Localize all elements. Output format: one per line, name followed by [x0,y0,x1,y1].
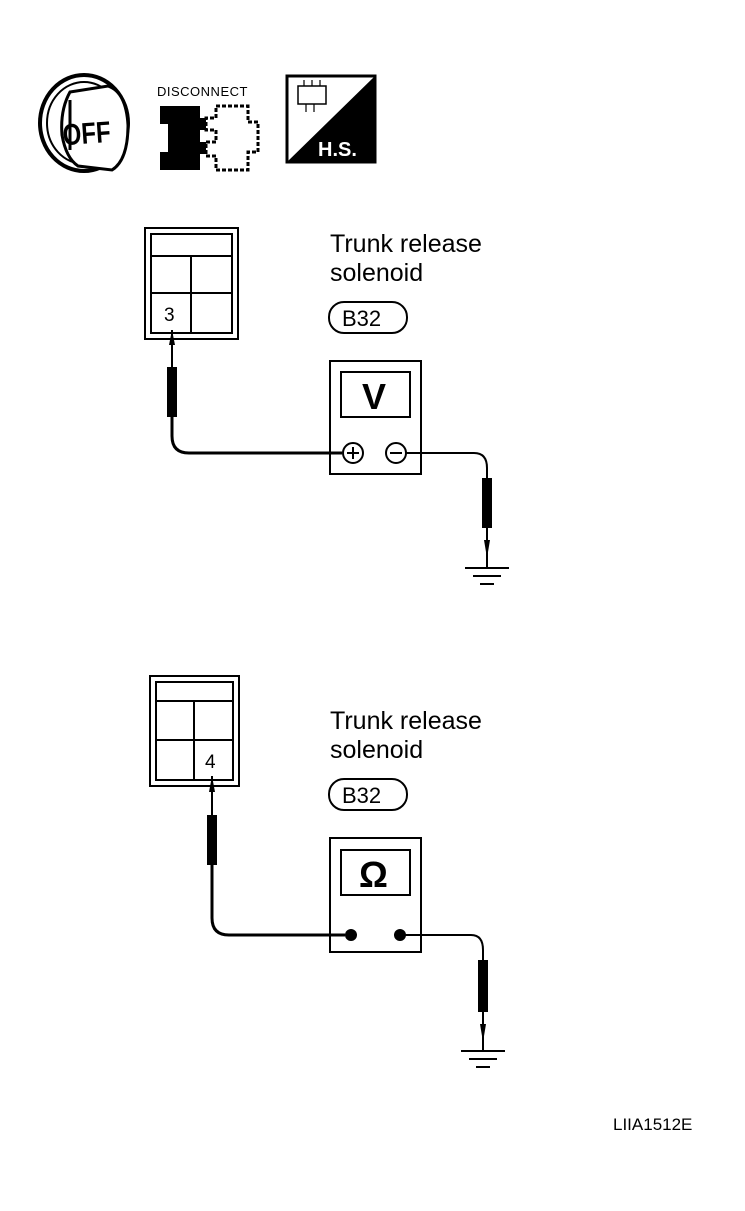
component-name-line1: Trunk release [330,230,482,258]
ohmmeter: Ω [329,837,422,953]
meter-terminal-left [345,929,357,941]
ground-symbol [465,558,509,585]
harness-side-icon: H.S. [285,74,377,164]
meter-symbol: Ω [359,854,388,895]
meter-symbol: V [362,376,386,417]
ground-probe [400,934,488,1042]
component-name-line2: solenoid [330,259,423,287]
connector-code-badge [328,301,408,334]
pin-number: 3 [164,305,175,326]
component-name-line1: Trunk release [330,707,482,735]
connector-code: B32 [342,783,381,808]
connector-face-b32-top: 3 [144,227,239,340]
voltage-check-group: 3 Trunk release solenoid B32 V [144,227,509,585]
pin-number: 4 [205,752,216,773]
resistance-check-group: 4 Trunk release solenoid B32 Ω [149,675,505,1068]
ground-symbol [461,1042,505,1068]
connector-face-b32-bottom: 4 [149,675,240,787]
voltmeter: V [329,360,422,475]
ignition-off-label: OFF [61,114,111,151]
figure-reference-code: LIIA1512E [613,1115,692,1134]
disconnect-label: DISCONNECT [157,84,248,99]
connector-code: B32 [342,306,381,331]
component-name-line2: solenoid [330,736,423,764]
ground-probe [406,452,492,558]
ignition-off-icon: OFF [38,73,130,173]
connector-code-badge [328,778,408,811]
connector-disconnect-icon: DISCONNECT [157,84,260,172]
positive-probe [167,330,342,455]
meter-probe [207,776,345,937]
harness-side-label: H.S. [318,139,357,161]
